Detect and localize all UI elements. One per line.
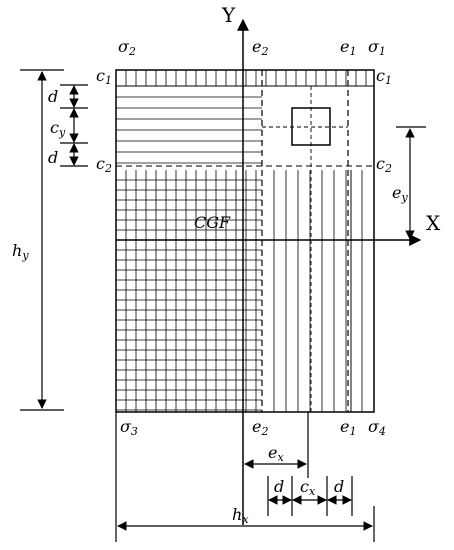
element-square [291,107,331,146]
c1-left-label: c1 [96,66,112,87]
d-left-label: d [274,477,284,496]
c1-right-label: c1 [376,66,392,87]
centroid-label: CGF [194,213,231,232]
cx-label: cx [300,477,316,498]
e2-bottom-label: e2 [252,417,268,438]
ey-label: ey [392,183,408,204]
d-mid-label: d [48,148,58,167]
sigma4-label: σ4 [368,417,386,438]
mesh-grid [116,70,374,412]
c2-right-label: c2 [376,154,392,175]
hy-label: hy [12,241,29,262]
sigma2-label: σ2 [118,37,136,58]
d-top-label: d [48,87,58,106]
x-axis-label: X [426,211,441,235]
d-right-label: d [334,477,344,496]
hx-label: hx [232,505,249,526]
e1-top-label: e1 [340,37,356,58]
c2-left-label: c2 [96,154,112,175]
sigma3-label: σ3 [120,417,138,438]
ex-label: ex [268,443,284,464]
e1-bottom-label: e1 [340,417,356,438]
y-axis-label: Y [221,3,236,27]
sigma1-label: σ1 [368,37,386,58]
section-outline [115,69,375,413]
e2-top-label: e2 [252,37,268,58]
cy-label: cy [50,118,66,139]
